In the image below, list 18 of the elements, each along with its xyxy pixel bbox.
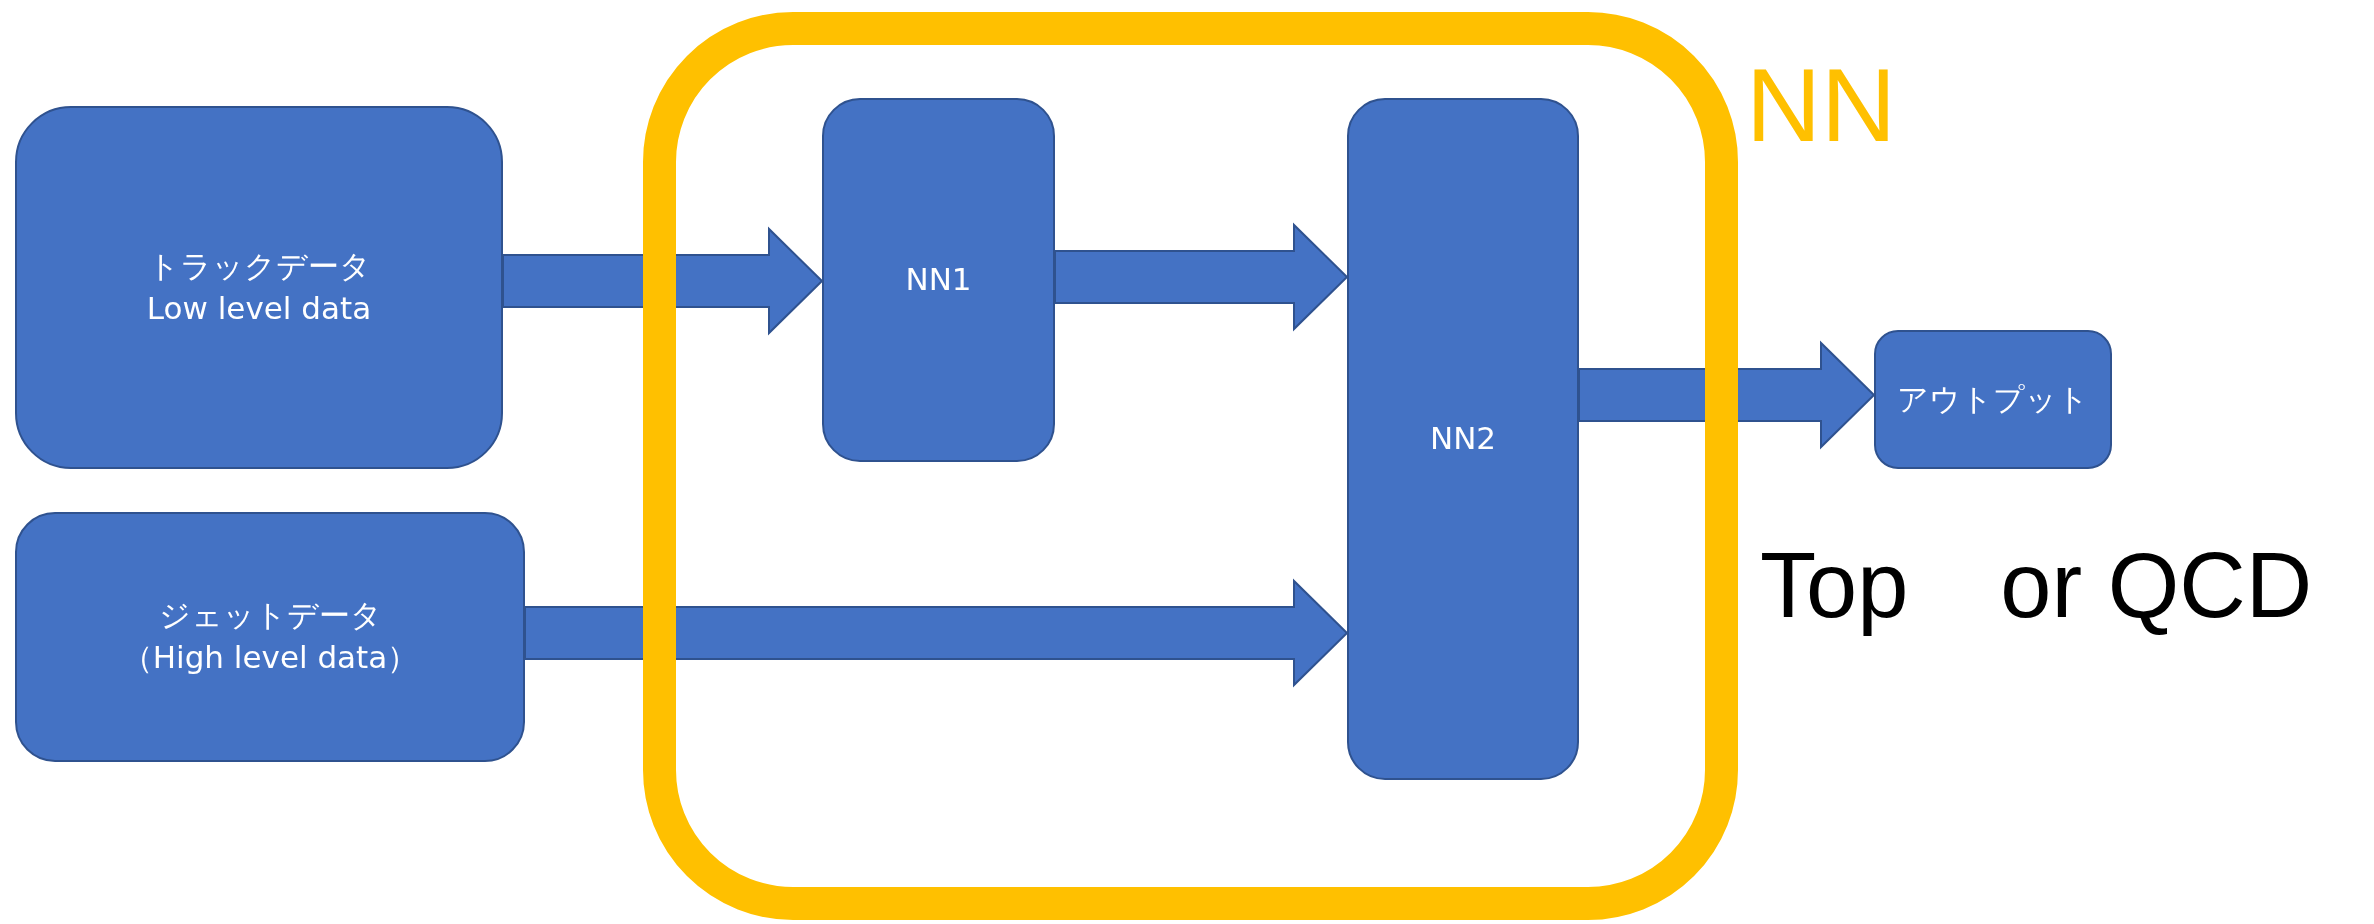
result-label: Top or QCD (1760, 533, 2313, 638)
box-label: （High level data） (121, 638, 419, 677)
process-box (1874, 330, 2112, 469)
box-label: NN2 (1429, 419, 1497, 459)
group-title: NN (1746, 53, 1897, 157)
block-arrow (1578, 340, 1876, 450)
box-label: Low level data (146, 288, 372, 328)
box-label: NN1 (905, 260, 972, 300)
process-box (15, 512, 525, 762)
box-label: ジェットデータ (158, 596, 382, 636)
block-arrow (524, 578, 1349, 688)
block-arrow (502, 226, 824, 336)
process-box (15, 106, 503, 469)
process-box (822, 98, 1055, 462)
box-label: トラックデータ (147, 246, 371, 286)
block-arrow (1054, 222, 1349, 332)
box-label: アウトプット (1897, 379, 2089, 419)
process-box (1347, 98, 1579, 780)
